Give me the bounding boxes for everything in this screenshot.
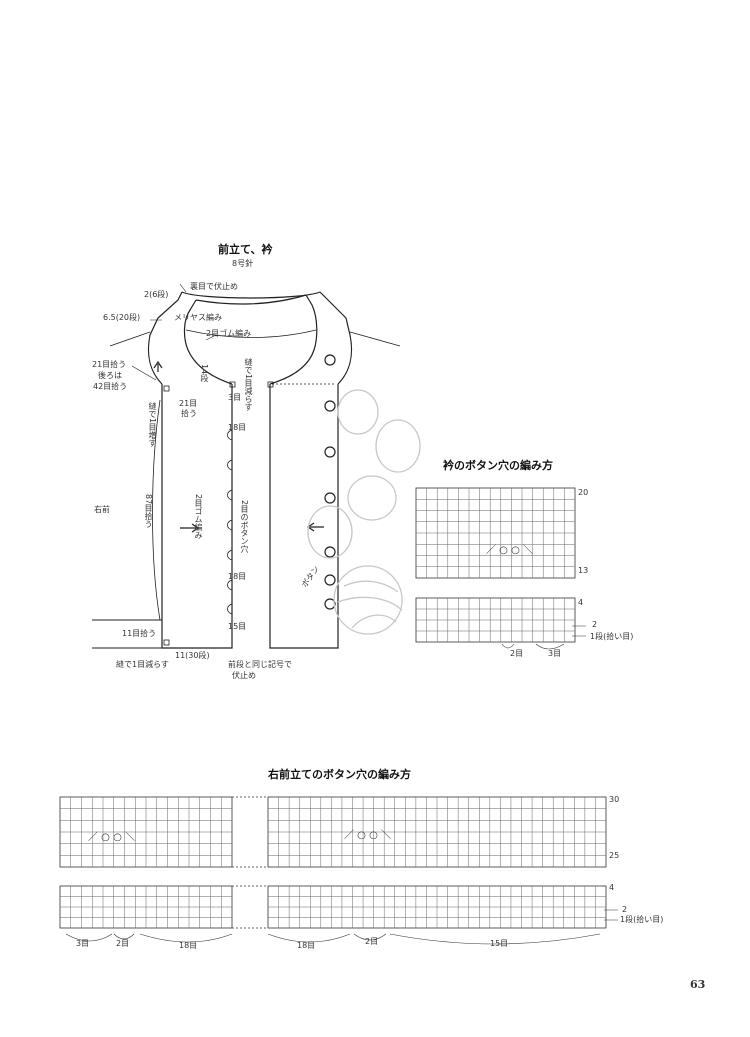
front-chart-bottom-3: 3目 bbox=[76, 939, 90, 948]
label-decrease-end: 縫で1目減らす bbox=[116, 660, 169, 669]
front-chart-row-2: 2 bbox=[622, 905, 628, 914]
label-rib-top: 2目ゴム編み bbox=[206, 329, 252, 338]
label-pick-up: 拾う bbox=[181, 409, 197, 418]
label-rib-center: 2目ゴム編み bbox=[194, 494, 203, 540]
page-number: 63 bbox=[690, 978, 706, 991]
front-chart-row-4: 4 bbox=[609, 883, 615, 892]
label-pickup-87: 87目拾う bbox=[144, 494, 153, 529]
collar-chart-row-1: 1段(拾い目) bbox=[590, 632, 634, 641]
label-stitches-21: 21目 bbox=[179, 399, 198, 408]
label-back: 後ろは bbox=[98, 371, 122, 380]
front-chart-bottom-18b: 18目 bbox=[297, 941, 316, 950]
label-increase-1: 縫で1目増す bbox=[148, 402, 157, 448]
label-stitches-3: 3目 bbox=[228, 393, 242, 402]
label-eleven-30: 11(30段) bbox=[175, 651, 210, 660]
label-rows-14: 14段 bbox=[200, 364, 209, 383]
front-chart-row-30: 30 bbox=[609, 795, 620, 804]
front-chart-bottom-18a: 18目 bbox=[179, 941, 198, 950]
label-pickup-11: 11目拾う bbox=[122, 629, 157, 638]
front-chart-bottom-2a: 2目 bbox=[116, 939, 130, 948]
collar-chart-bottom-2: 2目 bbox=[510, 649, 524, 658]
label-right-front: 右前 bbox=[94, 505, 110, 514]
collar-chart-row-4: 4 bbox=[578, 598, 584, 607]
collar-chart-row-13: 13 bbox=[578, 566, 589, 575]
collar-diagram-title: 前立て、衿 bbox=[218, 243, 273, 256]
label-back-42: 42目拾う bbox=[93, 382, 128, 391]
label-stitches-18b: 18目 bbox=[228, 572, 247, 581]
label-rows-2-6: 2(6段) bbox=[144, 290, 169, 299]
label-buttonhole: 2目のボタン穴 bbox=[240, 500, 249, 554]
label-rows-6-5-20: 6.5(20段) bbox=[103, 313, 141, 322]
needle-size-label: 8号針 bbox=[232, 259, 254, 268]
label-stockinette: メリヤス編み bbox=[174, 313, 222, 322]
label-bind-off-2: 伏止め bbox=[232, 671, 256, 680]
front-chart-row-25: 25 bbox=[609, 851, 620, 860]
label-bind-off-1: 前段と同じ記号で bbox=[228, 660, 292, 669]
front-chart-bottom-15: 15目 bbox=[490, 939, 509, 948]
front-chart-title: 右前立てのボタン穴の編み方 bbox=[268, 768, 411, 781]
collar-chart-title: 衿のボタン穴の編み方 bbox=[443, 459, 553, 472]
front-chart-symbols-left: ／ ○ ○ ＼ bbox=[88, 831, 135, 843]
label-decrease-right: 縫で1目減らす bbox=[244, 358, 253, 412]
label-bind-off-purl: 裏目で伏止め bbox=[190, 282, 238, 291]
label-stitches-15: 15目 bbox=[228, 622, 247, 631]
label-pickup-21: 21目拾う bbox=[92, 360, 127, 369]
label-stitches-18a: 18目 bbox=[228, 423, 247, 432]
collar-chart-row-2: 2 bbox=[592, 620, 598, 629]
collar-chart-bottom-3: 3目 bbox=[548, 649, 562, 658]
front-chart-bottom-2b: 2目 bbox=[365, 937, 379, 946]
front-chart-symbols-right: ／ ○ ○ ＼ bbox=[344, 829, 391, 841]
front-chart-row-1: 1段(拾い目) bbox=[620, 915, 664, 924]
collar-chart-row-20: 20 bbox=[578, 488, 589, 497]
collar-chart-symbols: ／ ○ ○ ＼ bbox=[486, 544, 533, 556]
